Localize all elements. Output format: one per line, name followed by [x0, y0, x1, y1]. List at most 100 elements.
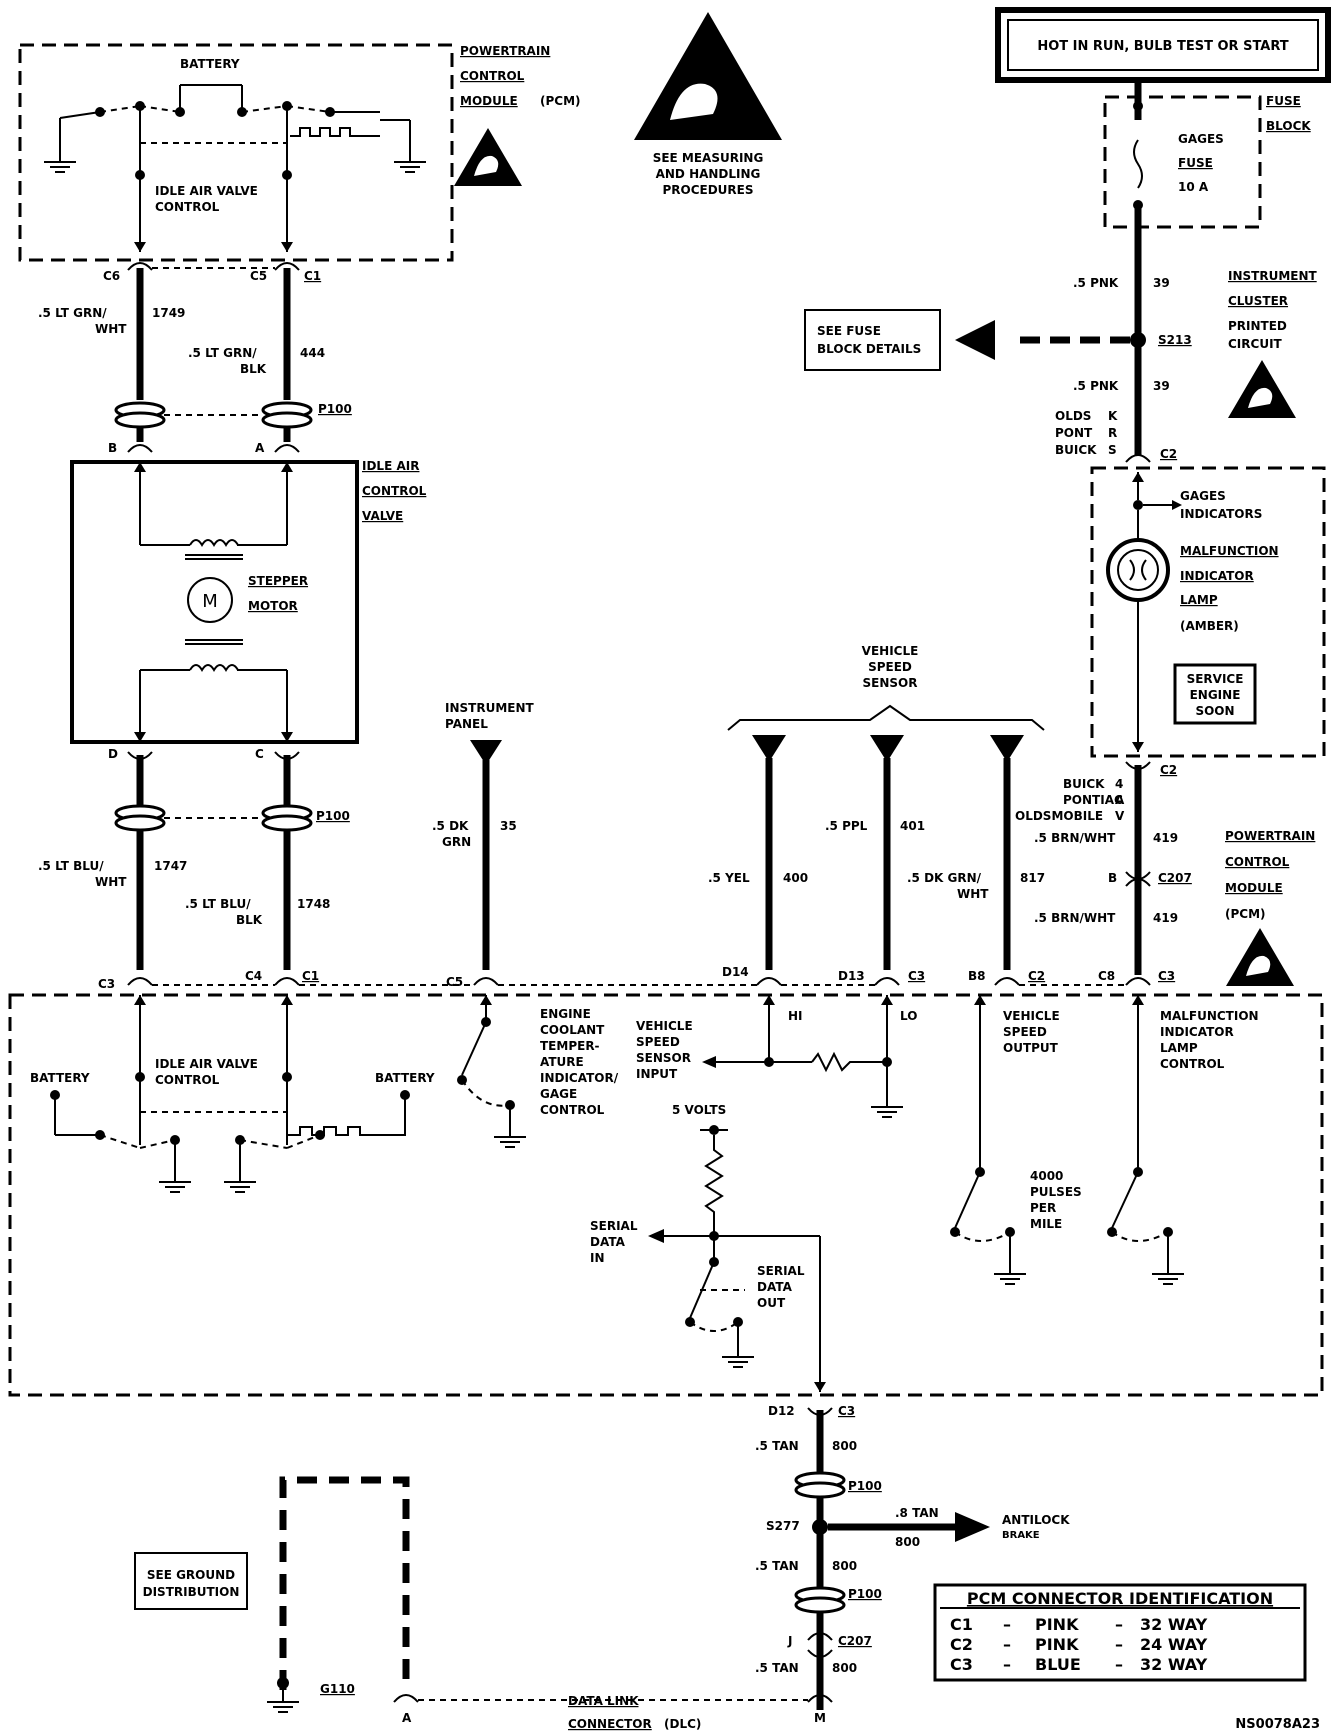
- pin-c3c: C3: [1158, 969, 1175, 983]
- pcm-top-1: POWERTRAIN: [460, 44, 550, 58]
- esd-icon-cluster: [1228, 360, 1296, 418]
- vss-3: SENSOR: [863, 676, 918, 690]
- wire-1749-g1: .5 LT GRN/: [38, 306, 107, 320]
- conn-id-cell: –: [1003, 1635, 1011, 1654]
- pcm-right-3: MODULE: [1225, 881, 1283, 895]
- vssin-1: VEHICLE: [636, 1019, 693, 1033]
- dlc-s277: S277: [766, 1519, 800, 1533]
- fuse-details-1: SEE FUSE: [817, 324, 881, 338]
- milc-3: LAMP: [1160, 1041, 1198, 1055]
- fuse-details-2: BLOCK DETAILS: [817, 342, 921, 356]
- conn-c1: C1: [304, 269, 321, 283]
- wire-1749-g2: WHT: [95, 322, 127, 336]
- conn-id-cell: –: [1003, 1655, 1011, 1674]
- vss-lo: LO: [900, 1009, 917, 1023]
- branch-circuit: 800: [895, 1535, 920, 1549]
- vsso-1: VEHICLE: [1003, 1009, 1060, 1023]
- esd-icon-pcm-top: [454, 128, 522, 186]
- ground-g110-label: G110: [320, 1682, 355, 1696]
- c2-bot-4: 4: [1115, 777, 1123, 791]
- ses-2: ENGINE: [1190, 688, 1241, 702]
- p100-a-label: P100: [318, 402, 352, 416]
- c207-label: C207: [1158, 871, 1192, 885]
- wire-444-g2: BLK: [240, 362, 267, 376]
- iacv-label-1: IDLE AIR: [362, 459, 419, 473]
- iacv-pin-b: B: [108, 441, 117, 455]
- c2-bot-pontiac: PONTIAC: [1063, 793, 1123, 807]
- splice-s213: [1130, 332, 1146, 348]
- conn-id-cell: PINK: [1035, 1615, 1079, 1634]
- wire-1747-g2: WHT: [95, 875, 127, 889]
- ses-3: SOON: [1195, 704, 1234, 718]
- mil-2: INDICATOR: [1180, 569, 1254, 583]
- iacv-pin-a: A: [255, 441, 265, 455]
- iacv-label-2: CONTROL: [362, 484, 427, 498]
- ground-g110: [266, 1476, 410, 1713]
- abs-2: BRAKE: [1002, 1530, 1040, 1541]
- conn-id-cell: –: [1115, 1655, 1123, 1674]
- dlc-gauge-2: .5 TAN: [755, 1559, 799, 1573]
- wire-1748-g2: BLK: [236, 913, 263, 927]
- vss-input-circuit: [702, 995, 904, 1118]
- pin-d13: D13: [838, 969, 865, 983]
- sdout-2: DATA: [757, 1280, 793, 1294]
- hot-in-run-label: HOT IN RUN, BULB TEST OR START: [1037, 39, 1288, 54]
- stepper-1: STEPPER: [248, 574, 308, 588]
- conn-c5: C5: [250, 269, 267, 283]
- esd-text-2: AND HANDLING: [656, 167, 761, 181]
- wire-401-gauge: .5 PPL: [825, 819, 868, 833]
- wire-817-g1: .5 DK GRN/: [907, 871, 982, 885]
- dlc-p100-a: P100: [848, 1479, 882, 1493]
- vss-hi: HI: [788, 1009, 803, 1023]
- hot-in-run-box: HOT IN RUN, BULB TEST OR START: [995, 7, 1331, 83]
- cluster-2: CLUSTER: [1228, 294, 1288, 308]
- milc-4: CONTROL: [1160, 1057, 1225, 1071]
- c2-r: R: [1108, 426, 1117, 440]
- idle-air-control-valve: M STEPPER MOTOR: [70, 460, 359, 744]
- pulses-3: PER: [1030, 1201, 1056, 1215]
- pin-c3b: C3: [908, 969, 925, 983]
- vss-2: SPEED: [868, 660, 912, 674]
- vss-1: VEHICLE: [862, 644, 919, 658]
- wire-1749-circuit: 1749: [152, 306, 185, 320]
- wire-817-g2: WHT: [957, 887, 989, 901]
- pulses-1: 4000: [1030, 1169, 1063, 1183]
- wire-419a-gauge: .5 BRN/WHT: [1034, 831, 1116, 845]
- pin-d14: D14: [722, 965, 749, 979]
- conn-id-cell: –: [1003, 1615, 1011, 1634]
- pcm-top-2: CONTROL: [460, 69, 525, 83]
- five-volts: 5 VOLTS: [672, 1103, 726, 1117]
- dlc-3: (DLC): [664, 1717, 701, 1731]
- pcm-top-box: [18, 43, 454, 262]
- c2-bot-label: C2: [1160, 763, 1177, 777]
- mil-4: (AMBER): [1180, 619, 1239, 633]
- pin-c5: C5: [446, 975, 463, 989]
- esd-main: SEE MEASURING AND HANDLING PROCEDURES: [634, 12, 782, 197]
- dlc-c3: C3: [838, 1404, 855, 1418]
- pcm-top-internals: BATTERY IDLE AIR VALVE CONTROL: [43, 57, 427, 252]
- sdin-2: DATA: [590, 1235, 626, 1249]
- vssin-3: SENSOR: [636, 1051, 691, 1065]
- cluster-4: CIRCUIT: [1228, 337, 1283, 351]
- wire-39b-circuit: 39: [1153, 379, 1170, 393]
- dlc-1: DATA LINK: [568, 1694, 639, 1708]
- splice-s213-label: S213: [1158, 333, 1192, 347]
- wire-39a-circuit: 39: [1153, 276, 1170, 290]
- gages-indicators-1: GAGES: [1180, 489, 1226, 503]
- dlc-circuit-3: 800: [832, 1661, 857, 1675]
- vss-output-switch: [950, 995, 1027, 1285]
- c2-bot-v: V: [1115, 809, 1125, 823]
- fuse-details-arrow: [955, 320, 995, 360]
- ect-5: INDICATOR/: [540, 1071, 619, 1085]
- wire-39a-gauge: .5 PNK: [1073, 276, 1119, 290]
- wire-419b-gauge: .5 BRN/WHT: [1034, 911, 1116, 925]
- pcm-conn-id-title: PCM CONNECTOR IDENTIFICATION: [967, 1589, 1273, 1608]
- c2-top-label: C2: [1160, 447, 1177, 461]
- conn-id-cell: C1: [950, 1615, 973, 1634]
- c2-pont: PONT: [1055, 426, 1093, 440]
- sdout-1: SERIAL: [757, 1264, 805, 1278]
- pin-b8: B8: [968, 969, 986, 983]
- dlc-2: CONNECTOR: [568, 1717, 652, 1731]
- stepper-motor-icon: [187, 577, 233, 623]
- fuse-block-label-2: BLOCK: [1266, 119, 1311, 133]
